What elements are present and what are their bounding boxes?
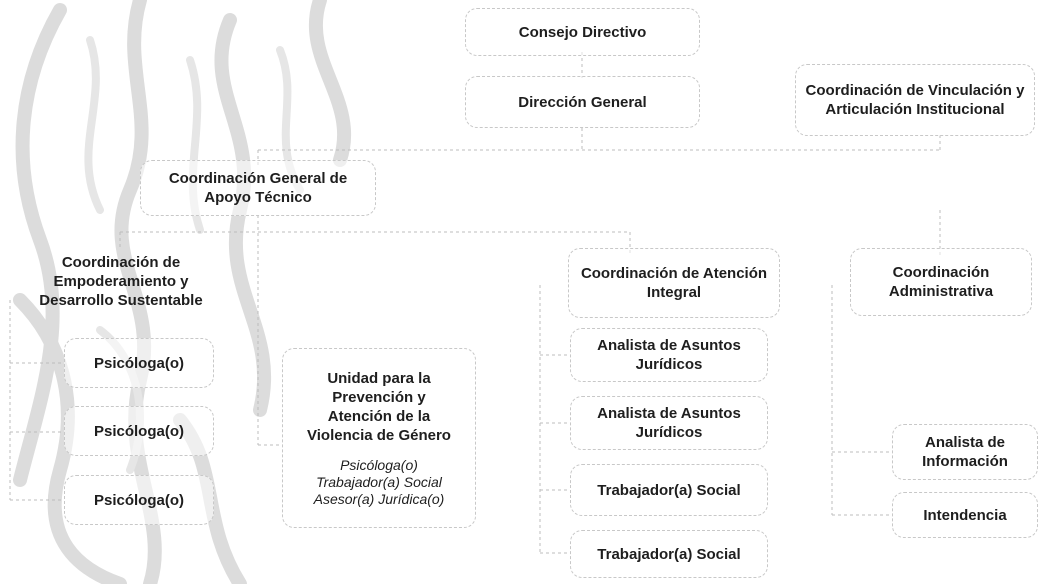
node-label: Trabajador(a) Social [597,545,741,563]
node-label: Psicóloga(o) [93,422,184,440]
node-label: Trabajador(a) Social [597,481,741,499]
node-coordinacion-administrativa: Coordinación Administrativa [850,248,1032,316]
node-trabajador-social-2: Trabajador(a) Social [570,530,768,578]
node-analista-juridicos-2: Analista de Asuntos Jurídicos [570,396,768,450]
staff-item: Trabajador(a) Social [316,473,442,490]
node-label: Analista de Asuntos Jurídicos [597,337,741,373]
node-consejo-directivo: Consejo Directivo [465,8,700,56]
staff-item: Psicóloga(o) [340,456,418,473]
node-label: Analista de Información [922,434,1008,470]
unidad-staff-list: Psicóloga(o) Trabajador(a) Social Asesor… [314,457,445,508]
node-label: Coordinación General de Apoyo Técnico [168,170,348,206]
node-psicologa-3: Psicóloga(o) [64,475,214,525]
node-coordinacion-atencion-integral: Coordinación de Atención Integral [568,248,780,318]
node-label: Analista de Asuntos Jurídicos [597,405,741,441]
node-label: Coordinación Administrativa [888,264,994,300]
node-label: Dirección General [518,93,647,111]
node-label: Coordinación de Vinculación y Articulaci… [805,82,1025,118]
node-direccion-general: Dirección General [465,76,700,128]
node-coordinacion-vinculacion: Coordinación de Vinculación y Articulaci… [795,64,1035,136]
node-label: Psicóloga(o) [93,491,184,509]
node-label: Intendencia [923,506,1007,524]
node-intendencia: Intendencia [892,492,1038,538]
node-unidad-violencia-genero: Unidad para la Prevención y Atención de … [282,348,476,528]
node-label: Psicóloga(o) [93,354,184,372]
node-trabajador-social-1: Trabajador(a) Social [570,464,768,516]
node-label: Unidad para la Prevención y Atención de … [307,369,451,444]
node-psicologa-1: Psicóloga(o) [64,338,214,388]
node-analista-informacion: Analista de Información [892,424,1038,480]
node-label: Consejo Directivo [518,23,647,41]
node-coordinacion-empoderamiento: Coordinación de Empoderamiento y Desarro… [8,246,234,316]
node-psicologa-2: Psicóloga(o) [64,406,214,456]
node-label: Coordinación de Empoderamiento y Desarro… [39,253,203,309]
node-analista-juridicos-1: Analista de Asuntos Jurídicos [570,328,768,382]
staff-item: Asesor(a) Jurídica(o) [313,490,445,507]
node-label: Coordinación de Atención Integral [580,265,768,301]
node-coordinacion-apoyo-tecnico: Coordinación General de Apoyo Técnico [140,160,376,216]
